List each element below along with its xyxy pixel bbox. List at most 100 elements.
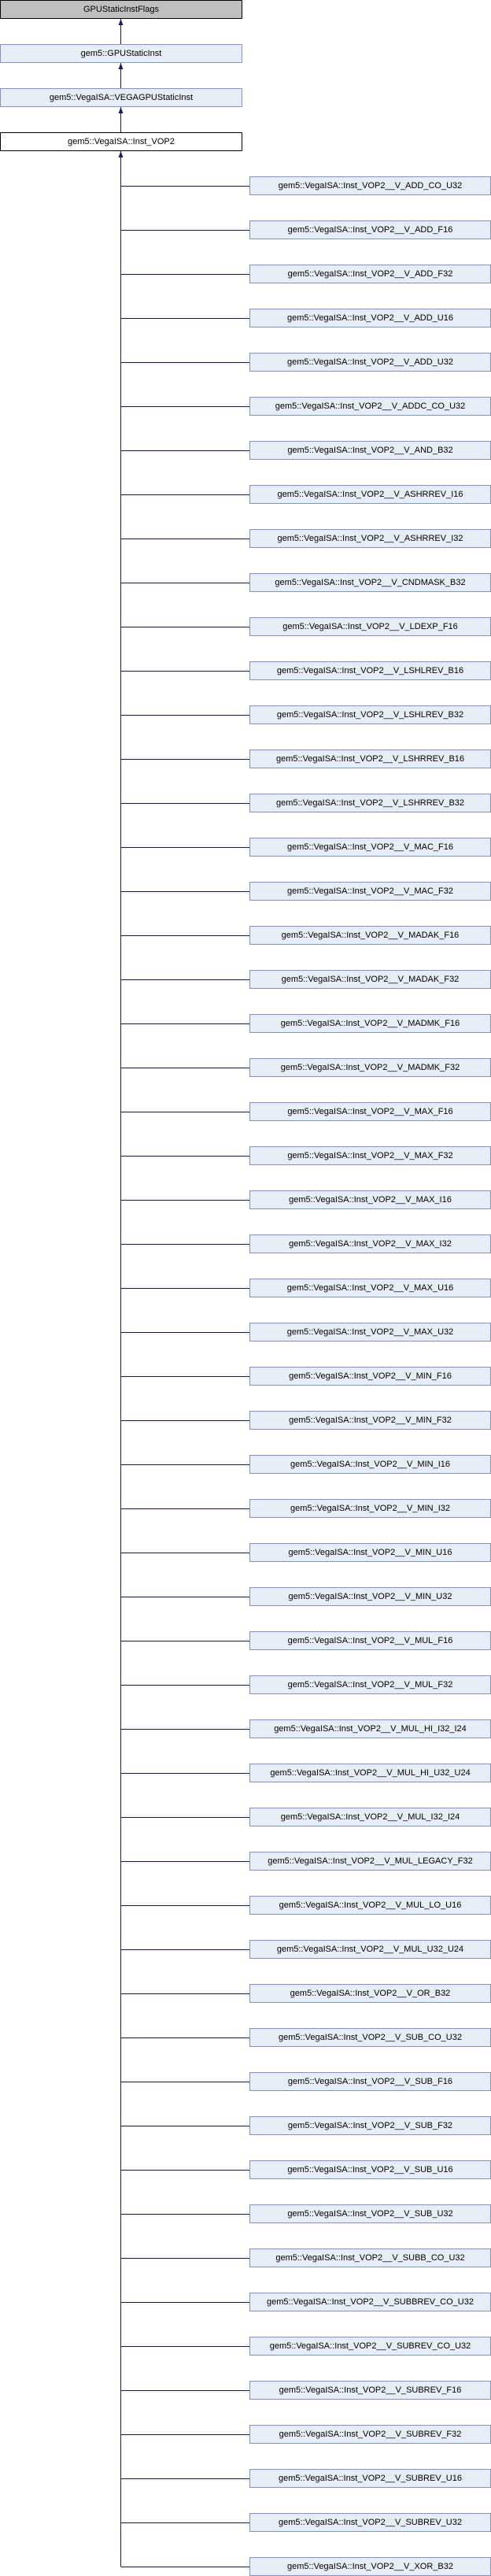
derived-class-box[interactable]: gem5::VegaISA::Inst_VOP2__V_SUBREV_F32 xyxy=(249,2425,491,2444)
derived-class-box[interactable]: gem5::VegaISA::Inst_VOP2__V_SUB_F32 xyxy=(249,2116,491,2135)
derived-class-box[interactable]: gem5::VegaISA::Inst_VOP2__V_LSHLREV_B32 xyxy=(249,705,491,724)
class-box-gpustaticinst[interactable]: gem5::GPUStaticInst xyxy=(0,44,242,63)
derived-class-box[interactable]: gem5::VegaISA::Inst_VOP2__V_ADD_F32 xyxy=(249,265,491,283)
derived-class-box[interactable]: gem5::VegaISA::Inst_VOP2__V_SUBREV_U32 xyxy=(249,2513,491,2532)
derived-class-box[interactable]: gem5::VegaISA::Inst_VOP2__V_MAC_F32 xyxy=(249,882,491,901)
derived-class-box[interactable]: gem5::VegaISA::Inst_VOP2__V_ADD_U32 xyxy=(249,353,491,372)
derived-class-box[interactable]: gem5::VegaISA::Inst_VOP2__V_ASHRREV_I16 xyxy=(249,485,491,504)
class-label: gem5::VegaISA::Inst_VOP2__V_MUL_U32_U24 xyxy=(276,1945,464,1954)
derived-class-box[interactable]: gem5::VegaISA::Inst_VOP2__V_MIN_U32 xyxy=(249,1587,491,1606)
derived-class-box[interactable]: gem5::VegaISA::Inst_VOP2__V_MUL_U32_U24 xyxy=(249,1940,491,1959)
derived-class-box[interactable]: gem5::VegaISA::Inst_VOP2__V_LSHRREV_B16 xyxy=(249,749,491,768)
derived-class-box[interactable]: gem5::VegaISA::Inst_VOP2__V_SUB_CO_U32 xyxy=(249,2028,491,2047)
derived-class-box[interactable]: gem5::VegaISA::Inst_VOP2__V_SUBREV_CO_U3… xyxy=(249,2337,491,2356)
arrowhead-icon xyxy=(118,63,124,69)
derived-class-box[interactable]: gem5::VegaISA::Inst_VOP2__V_MADAK_F16 xyxy=(249,926,491,945)
class-label: gem5::VegaISA::Inst_VOP2 xyxy=(68,137,175,146)
derived-class-box[interactable]: gem5::VegaISA::Inst_VOP2__V_ADD_U16 xyxy=(249,309,491,328)
derived-class-box[interactable]: gem5::VegaISA::Inst_VOP2__V_MIN_F16 xyxy=(249,1367,491,1386)
class-label: gem5::VegaISA::Inst_VOP2__V_LSHLREV_B16 xyxy=(276,666,464,675)
derived-class-box[interactable]: gem5::VegaISA::Inst_VOP2__V_ADD_CO_U32 xyxy=(249,176,491,195)
derived-class-box[interactable]: gem5::VegaISA::Inst_VOP2__V_MIN_F32 xyxy=(249,1411,491,1430)
derived-class-box[interactable]: gem5::VegaISA::Inst_VOP2__V_MUL_HI_U32_U… xyxy=(249,1764,491,1782)
class-label: gem5::VegaISA::Inst_VOP2__V_SUBREV_U32 xyxy=(279,2518,462,2527)
class-label: gem5::VegaISA::Inst_VOP2__V_MIN_I16 xyxy=(290,1460,450,1469)
derived-class-box[interactable]: gem5::VegaISA::Inst_VOP2__V_MUL_LO_U16 xyxy=(249,1896,491,1915)
derived-class-box[interactable]: gem5::VegaISA::Inst_VOP2__V_SUB_U32 xyxy=(249,2204,491,2223)
derived-class-box[interactable]: gem5::VegaISA::Inst_VOP2__V_MAX_F32 xyxy=(249,1146,491,1165)
derived-class-box[interactable]: gem5::VegaISA::Inst_VOP2__V_MAX_U32 xyxy=(249,1323,491,1342)
class-label: gem5::VegaISA::Inst_VOP2__V_SUBREV_F16 xyxy=(279,2385,462,2395)
class-label: gem5::VegaISA::Inst_VOP2__V_MUL_LEGACY_F… xyxy=(268,1856,473,1866)
derived-class-box[interactable]: gem5::VegaISA::Inst_VOP2__V_ADDC_CO_U32 xyxy=(249,397,491,416)
arrowhead-icon xyxy=(118,19,124,25)
class-label: gem5::VegaISA::Inst_VOP2__V_SUB_U16 xyxy=(287,2165,453,2174)
class-label: gem5::VegaISA::Inst_VOP2__V_MIN_I32 xyxy=(290,1504,450,1513)
class-label: gem5::VegaISA::Inst_VOP2__V_MAX_U32 xyxy=(286,1327,454,1337)
class-label: gem5::VegaISA::Inst_VOP2__V_OR_B32 xyxy=(290,1989,451,1998)
derived-class-box[interactable]: gem5::VegaISA::Inst_VOP2__V_ASHRREV_I32 xyxy=(249,529,491,548)
derived-class-box[interactable]: gem5::VegaISA::Inst_VOP2__V_MIN_U16 xyxy=(249,1543,491,1562)
derived-class-box[interactable]: gem5::VegaISA::Inst_VOP2__V_MAX_U16 xyxy=(249,1279,491,1297)
derived-class-box[interactable]: gem5::VegaISA::Inst_VOP2__V_MAX_F16 xyxy=(249,1102,491,1121)
derived-class-box[interactable]: gem5::VegaISA::Inst_VOP2__V_MIN_I32 xyxy=(249,1499,491,1518)
class-label: gem5::VegaISA::Inst_VOP2__V_LSHRREV_B32 xyxy=(275,798,465,808)
derived-class-box[interactable]: gem5::VegaISA::Inst_VOP2__V_MADMK_F32 xyxy=(249,1058,491,1077)
derived-class-box[interactable]: gem5::VegaISA::Inst_VOP2__V_LSHLREV_B16 xyxy=(249,661,491,680)
class-label: gem5::VegaISA::Inst_VOP2__V_ASHRREV_I16 xyxy=(277,490,463,499)
class-label: gem5::VegaISA::Inst_VOP2__V_ADDC_CO_U32 xyxy=(275,402,466,411)
class-label: gem5::VegaISA::Inst_VOP2__V_SUBREV_CO_U3… xyxy=(269,2341,471,2351)
class-label: gem5::VegaISA::Inst_VOP2__V_LDEXP_F16 xyxy=(282,622,458,631)
derived-class-box[interactable]: gem5::VegaISA::Inst_VOP2__V_OR_B32 xyxy=(249,1984,491,2003)
class-label: gem5::VegaISA::Inst_VOP2__V_MAC_F16 xyxy=(287,842,453,852)
class-label: gem5::VegaISA::Inst_VOP2__V_LSHLREV_B32 xyxy=(276,710,464,720)
derived-class-box[interactable]: gem5::VegaISA::Inst_VOP2__V_LSHRREV_B32 xyxy=(249,794,491,812)
class-label: gem5::VegaISA::Inst_VOP2__V_XOR_B32 xyxy=(287,2562,453,2571)
class-label: gem5::VegaISA::Inst_VOP2__V_MUL_F16 xyxy=(287,1636,453,1645)
class-label: gem5::VegaISA::Inst_VOP2__V_MADAK_F16 xyxy=(281,931,460,940)
derived-class-box[interactable]: gem5::VegaISA::Inst_VOP2__V_LDEXP_F16 xyxy=(249,617,491,636)
class-label: gem5::VegaISA::Inst_VOP2__V_SUBREV_F32 xyxy=(279,2430,462,2439)
derived-class-box[interactable]: gem5::VegaISA::Inst_VOP2__V_SUBREV_U16 xyxy=(249,2469,491,2488)
derived-class-box[interactable]: gem5::VegaISA::Inst_VOP2__V_MADAK_F32 xyxy=(249,970,491,989)
class-label: GPUStaticInstFlags xyxy=(83,5,159,14)
class-label: gem5::VegaISA::Inst_VOP2__V_ADD_CO_U32 xyxy=(278,181,463,191)
derived-class-box[interactable]: gem5::VegaISA::Inst_VOP2__V_CNDMASK_B32 xyxy=(249,573,491,592)
derived-class-box[interactable]: gem5::VegaISA::Inst_VOP2__V_SUB_U16 xyxy=(249,2160,491,2179)
derived-class-box[interactable]: gem5::VegaISA::Inst_VOP2__V_SUBREV_F16 xyxy=(249,2381,491,2400)
class-label: gem5::VegaISA::Inst_VOP2__V_MUL_LO_U16 xyxy=(279,1901,462,1910)
derived-class-box[interactable]: gem5::VegaISA::Inst_VOP2__V_MADMK_F16 xyxy=(249,1014,491,1033)
derived-class-box[interactable]: gem5::VegaISA::Inst_VOP2__V_MAX_I32 xyxy=(249,1234,491,1253)
class-label: gem5::VegaISA::Inst_VOP2__V_MUL_I32_I24 xyxy=(280,1812,460,1822)
derived-class-box[interactable]: gem5::VegaISA::Inst_VOP2__V_MUL_LEGACY_F… xyxy=(249,1852,491,1871)
derived-class-box[interactable]: gem5::VegaISA::Inst_VOP2__V_MIN_I16 xyxy=(249,1455,491,1474)
class-label: gem5::VegaISA::Inst_VOP2__V_MIN_F16 xyxy=(289,1371,452,1381)
class-box-gpustaticinstflags[interactable]: GPUStaticInstFlags xyxy=(0,0,242,19)
class-box-inst-vop2: gem5::VegaISA::Inst_VOP2 xyxy=(0,132,242,151)
derived-class-box[interactable]: gem5::VegaISA::Inst_VOP2__V_ADD_F16 xyxy=(249,220,491,239)
derived-class-box[interactable]: gem5::VegaISA::Inst_VOP2__V_MUL_F16 xyxy=(249,1631,491,1650)
class-label: gem5::VegaISA::Inst_VOP2__V_MAX_F32 xyxy=(287,1151,453,1160)
arrowhead-icon xyxy=(118,107,124,113)
arrowhead-icon xyxy=(118,151,124,157)
derived-class-box[interactable]: gem5::VegaISA::Inst_VOP2__V_MUL_HI_I32_I… xyxy=(249,1719,491,1738)
derived-class-box[interactable]: gem5::VegaISA::Inst_VOP2__V_SUB_F16 xyxy=(249,2072,491,2091)
class-label: gem5::VegaISA::Inst_VOP2__V_SUBREV_U16 xyxy=(279,2474,462,2483)
class-label: gem5::VegaISA::Inst_VOP2__V_MAX_I16 xyxy=(289,1195,452,1205)
class-label: gem5::VegaISA::Inst_VOP2__V_AND_B32 xyxy=(287,446,453,455)
derived-class-box[interactable]: gem5::VegaISA::Inst_VOP2__V_SUBBREV_CO_U… xyxy=(249,2293,491,2311)
derived-class-box[interactable]: gem5::VegaISA::Inst_VOP2__V_SUBB_CO_U32 xyxy=(249,2248,491,2267)
class-label: gem5::GPUStaticInst xyxy=(80,49,162,58)
class-label: gem5::VegaISA::Inst_VOP2__V_MUL_HI_U32_U… xyxy=(270,1768,471,1778)
derived-class-box[interactable]: gem5::VegaISA::Inst_VOP2__V_XOR_B32 xyxy=(249,2557,491,2576)
derived-class-box[interactable]: gem5::VegaISA::Inst_VOP2__V_MUL_F32 xyxy=(249,1675,491,1694)
class-label: gem5::VegaISA::Inst_VOP2__V_MIN_U32 xyxy=(288,1592,452,1601)
derived-class-box[interactable]: gem5::VegaISA::Inst_VOP2__V_AND_B32 xyxy=(249,441,491,460)
derived-class-box[interactable]: gem5::VegaISA::Inst_VOP2__V_MAC_F16 xyxy=(249,838,491,857)
class-label: gem5::VegaISA::Inst_VOP2__V_MADMK_F16 xyxy=(280,1019,460,1028)
derived-class-box[interactable]: gem5::VegaISA::Inst_VOP2__V_MUL_I32_I24 xyxy=(249,1808,491,1827)
class-box-vegagpustaticinst[interactable]: gem5::VegaISA::VEGAGPUStaticInst xyxy=(0,88,242,107)
derived-class-box[interactable]: gem5::VegaISA::Inst_VOP2__V_MAX_I16 xyxy=(249,1190,491,1209)
class-label: gem5::VegaISA::Inst_VOP2__V_ADD_U16 xyxy=(287,313,453,323)
